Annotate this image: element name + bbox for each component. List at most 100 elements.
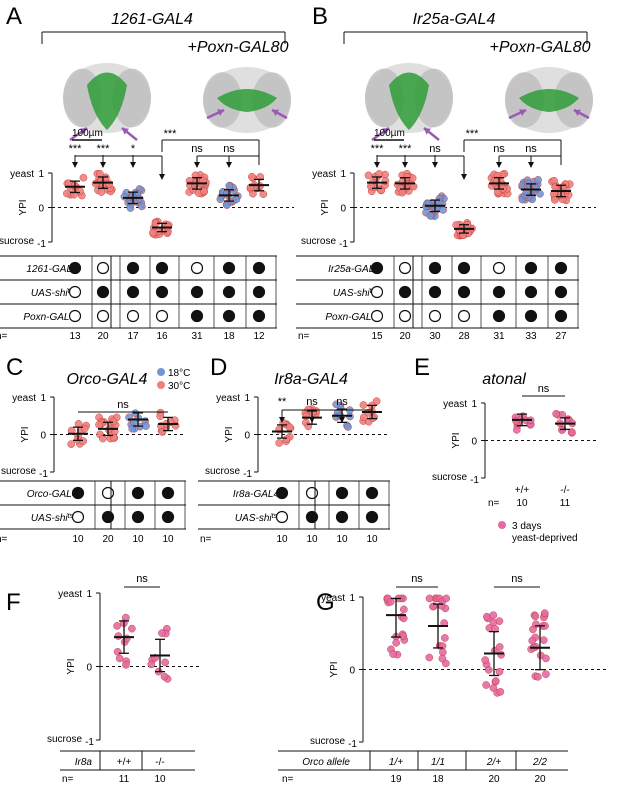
sig-label: ** <box>278 396 287 408</box>
genotype-open-dot <box>457 309 471 323</box>
group-G-3-point <box>527 645 536 654</box>
genotype-open-dot <box>492 261 506 275</box>
group-A-2-point <box>137 202 146 211</box>
group-A-3-point <box>149 228 157 237</box>
group-G-2-point <box>483 612 491 621</box>
expression-left <box>87 72 127 130</box>
genotype-open-dot <box>96 309 110 323</box>
y-label-sucrose: sucrose <box>310 736 345 747</box>
group-F-1-point <box>161 658 170 667</box>
group-G-2-point <box>481 656 490 664</box>
genotype-open-dot <box>398 261 412 275</box>
group-D-3-point <box>359 401 368 409</box>
sig-label: ns <box>538 383 550 395</box>
y-axis-title: YPI <box>20 426 31 442</box>
genotype-open-dot <box>155 309 169 323</box>
sig-label: ns <box>117 399 129 411</box>
genotype-filled-dot <box>155 285 169 299</box>
legend-deprived-marker <box>498 521 506 529</box>
row-label-A: Poxn-GAL80 <box>23 312 81 323</box>
y-tick-label-pos: 1 <box>86 589 92 600</box>
panel-letter-E: E <box>414 354 430 381</box>
group-A-5-point <box>225 182 234 190</box>
y-label-yeast: yeast <box>312 169 336 180</box>
genotype-open-dot <box>428 309 442 323</box>
panel-letter-D: D <box>210 354 227 381</box>
group-G-2-point <box>495 643 504 651</box>
genotype-filled-dot <box>190 285 204 299</box>
group-A-0-point <box>63 189 71 198</box>
group-G-3-point <box>532 620 540 629</box>
n-value: 15 <box>371 331 383 342</box>
y-tick-label-zero: 0 <box>86 663 92 674</box>
n-value: 30 <box>429 331 441 342</box>
genotype-open-dot <box>71 510 85 524</box>
n-value: 11 <box>119 774 130 785</box>
sig-label: *** <box>466 128 480 140</box>
n-value: 13 <box>69 331 81 342</box>
group-E-1-point <box>567 428 576 436</box>
sig-label: *** <box>97 143 111 155</box>
group-A-1-point <box>95 169 104 178</box>
category-label: 2/+ <box>486 757 501 768</box>
group-C-2-point <box>142 422 150 430</box>
n-value: 33 <box>525 331 537 342</box>
genotype-filled-dot <box>335 510 349 524</box>
scale-bar-label: 100µm <box>72 128 103 139</box>
sig-arrow-head <box>194 162 200 168</box>
genotype-filled-dot <box>365 510 379 524</box>
sig-label: * <box>131 143 136 155</box>
sig-arrow-target-head <box>159 174 165 180</box>
y-tick-label-neg: -1 <box>37 239 46 250</box>
y-tick-label-pos: 1 <box>471 399 477 410</box>
y-tick-label-neg: -1 <box>348 739 357 750</box>
group-G-0-point <box>386 597 395 606</box>
row-label-G: Orco allele <box>302 757 350 768</box>
n-value: 17 <box>127 331 139 342</box>
category-label: 1/1 <box>431 757 445 768</box>
genotype-filled-dot <box>457 285 471 299</box>
y-tick-label-zero: 0 <box>40 431 46 442</box>
group-A-5-point <box>232 195 241 204</box>
y-tick-label-zero: 0 <box>38 204 44 215</box>
sig-label: ns <box>336 396 348 408</box>
y-label-yeast: yeast <box>12 393 36 404</box>
y-tick-label-pos: 1 <box>349 593 355 604</box>
y-label-yeast: yeast <box>443 399 467 410</box>
sig-arrow-head <box>402 162 408 168</box>
y-tick-label-zero: 0 <box>340 204 346 215</box>
group-F-0-point <box>113 622 121 630</box>
group-F-0-point <box>114 632 123 640</box>
genotype-filled-dot <box>155 261 169 275</box>
n-label: n= <box>0 534 8 545</box>
genotype-open-dot <box>190 261 204 275</box>
genotype-open-dot <box>126 309 140 323</box>
legend-18-marker <box>157 368 165 376</box>
n-value: 18 <box>223 331 235 342</box>
sig-arrow-target-head <box>461 174 467 180</box>
sig-label: *** <box>399 143 413 155</box>
group-B-6-point <box>550 176 558 185</box>
group-F-0-point <box>113 647 122 656</box>
y-tick-label-zero: 0 <box>244 431 250 442</box>
panel-title-C: Orco-GAL4 <box>67 371 148 388</box>
group-D-2-point <box>332 400 341 409</box>
group-D-0-point <box>275 439 284 447</box>
genotype-open-dot <box>398 309 412 323</box>
group-A-1-point <box>91 179 100 188</box>
row-label-F: Ir8a <box>75 757 93 768</box>
group-G-1-point <box>438 654 447 663</box>
sig-label: ns <box>525 143 537 155</box>
sig-label: ns <box>511 573 523 585</box>
group-G-2-point <box>491 625 499 633</box>
row-label-D: UAS-shits <box>235 513 278 525</box>
row-label-D: Ir8a-GAL4 <box>233 489 280 500</box>
group-G-0-point <box>399 632 408 641</box>
group-G-2-point <box>491 677 500 685</box>
group-G-2-point <box>495 667 504 676</box>
group-A-6-point <box>248 172 256 181</box>
group-C-0-point <box>74 420 83 428</box>
group-D-3-point <box>359 413 368 422</box>
sig-label: *** <box>371 143 385 155</box>
